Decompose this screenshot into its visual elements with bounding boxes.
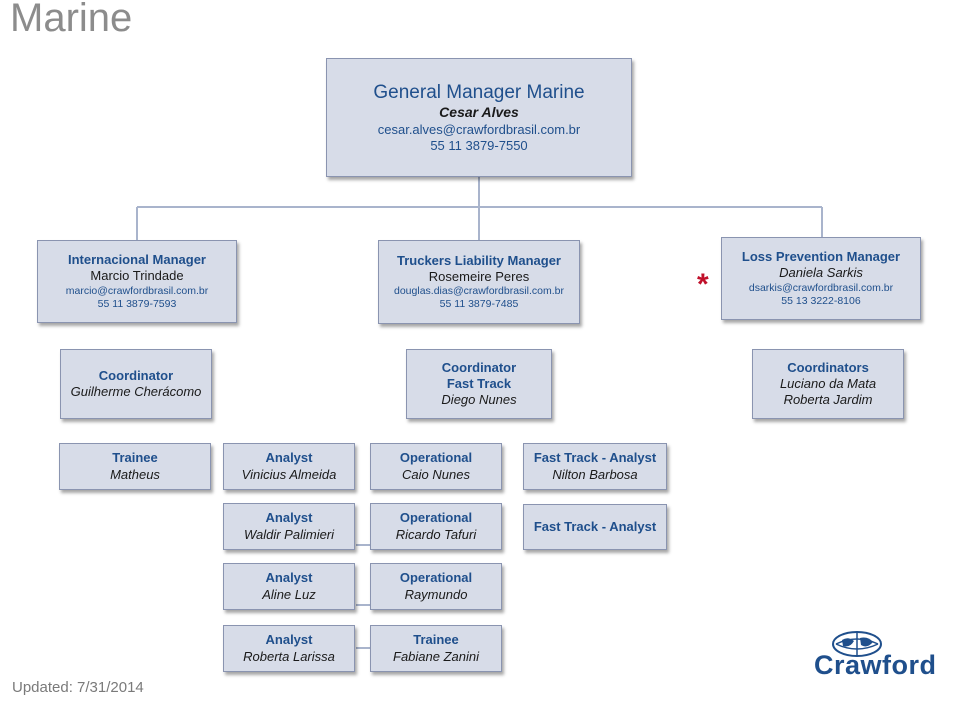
staff-name: Caio Nunes — [402, 466, 470, 482]
manager-name: Marcio Trindade — [90, 268, 184, 284]
staff-box-trainee-matheus: Trainee Matheus — [59, 443, 211, 490]
manager-box-loss-prevention: Loss Prevention Manager Daniela Sarkis d… — [721, 237, 921, 320]
general-manager-email: cesar.alves@crawfordbrasil.com.br — [377, 121, 581, 137]
general-manager-phone: 55 11 3879-7550 — [430, 138, 528, 154]
staff-role: Operational — [399, 510, 473, 526]
crawford-logo: Crawford — [810, 630, 945, 682]
manager-role: Internacional Manager — [68, 252, 206, 268]
staff-box-analyst-roberta: Analyst Roberta Larissa — [223, 625, 355, 672]
coordinator-name: Luciano da Mata — [779, 375, 877, 391]
staff-box-analyst-waldir: Analyst Waldir Palimieri — [223, 503, 355, 550]
manager-phone: 55 13 3222-8106 — [781, 294, 861, 307]
asterisk-marker: * — [697, 268, 709, 301]
staff-role: Trainee — [413, 632, 459, 648]
coordinator-box-fast-track: Coordinator Fast Track Diego Nunes — [406, 349, 552, 419]
manager-email: marcio@crawfordbrasil.com.br — [65, 284, 209, 297]
staff-name: Roberta Larissa — [243, 648, 335, 664]
general-manager-name: Cesar Alves — [439, 104, 519, 121]
manager-role: Loss Prevention Manager — [741, 249, 901, 265]
globe-icon — [832, 631, 882, 657]
general-manager-box: General Manager Marine Cesar Alves cesar… — [326, 58, 632, 177]
staff-box-fasttrack-vacant: Fast Track - Analyst — [523, 504, 667, 550]
coordinator-role: Coordinator — [441, 359, 517, 375]
staff-name: Matheus — [110, 466, 160, 482]
staff-name: Ricardo Tafuri — [395, 526, 477, 542]
crawford-wordmark: Crawford — [814, 650, 937, 680]
coordinator-name: Diego Nunes — [441, 392, 517, 408]
staff-name: Nilton Barbosa — [552, 466, 638, 482]
page-title: Marine — [10, 0, 133, 40]
staff-role: Analyst — [265, 450, 313, 466]
manager-box-truckers: Truckers Liability Manager Rosemeire Per… — [378, 240, 580, 324]
coordinator-name: Guilherme Cherácomo — [70, 384, 202, 399]
staff-box-analyst-vinicius: Analyst Vinicius Almeida — [223, 443, 355, 490]
coordinator-subrole: Fast Track — [446, 375, 512, 391]
coordinator-role: Coordinator — [98, 367, 174, 383]
staff-role: Analyst — [265, 510, 313, 526]
manager-role: Truckers Liability Manager — [396, 252, 561, 268]
manager-email: dsarkis@crawfordbrasil.com.br — [748, 281, 894, 294]
staff-role: Analyst — [265, 570, 313, 586]
staff-name: Waldir Palimieri — [243, 526, 335, 542]
manager-name: Daniela Sarkis — [779, 265, 863, 281]
manager-email: douglas.dias@crawfordbrasil.com.br — [394, 285, 564, 298]
staff-box-fasttrack-nilton: Fast Track - Analyst Nilton Barbosa — [523, 443, 667, 490]
staff-name: Vinicius Almeida — [241, 466, 337, 482]
manager-phone: 55 11 3879-7485 — [439, 298, 519, 311]
staff-role: Analyst — [265, 632, 313, 648]
staff-name: Fabiane Zanini — [393, 648, 479, 664]
staff-name: Aline Luz — [262, 586, 316, 602]
staff-role: Fast Track - Analyst — [533, 518, 657, 534]
coordinator-box-1: Coordinator Guilherme Cherácomo — [60, 349, 212, 419]
manager-box-internacional: Internacional Manager Marcio Trindade ma… — [37, 240, 237, 323]
staff-box-trainee-fabiane: Trainee Fabiane Zanini — [370, 625, 502, 672]
staff-role: Operational — [399, 450, 473, 466]
staff-name: Raymundo — [404, 586, 468, 602]
staff-role: Operational — [399, 570, 473, 586]
staff-box-operational-raymundo: Operational Raymundo — [370, 563, 502, 610]
staff-role: Fast Track - Analyst — [533, 450, 657, 466]
manager-phone: 55 11 3879-7593 — [97, 297, 177, 310]
coordinator-role: Coordinators — [787, 359, 869, 375]
general-manager-role: General Manager Marine — [373, 81, 585, 103]
staff-box-analyst-aline: Analyst Aline Luz — [223, 563, 355, 610]
coordinators-box: Coordinators Luciano da Mata Roberta Jar… — [752, 349, 904, 419]
staff-box-operational-caio: Operational Caio Nunes — [370, 443, 502, 490]
updated-date: Updated: 7/31/2014 — [12, 679, 144, 696]
staff-box-operational-ricardo: Operational Ricardo Tafuri — [370, 503, 502, 550]
manager-name: Rosemeire Peres — [428, 268, 530, 284]
staff-role: Trainee — [112, 450, 158, 466]
coordinator-name: Roberta Jardim — [783, 392, 873, 408]
